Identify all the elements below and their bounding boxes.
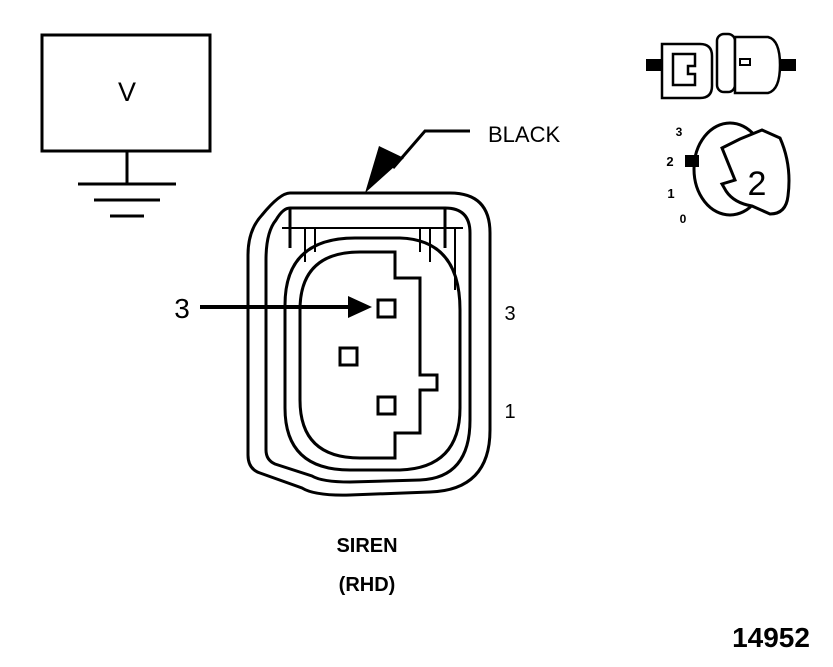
terminal-cavity-1 [376, 395, 397, 416]
side-label-pin-1: 1 [504, 401, 515, 423]
switch-position-2: 2 [666, 154, 673, 169]
component-name: SIREN [336, 535, 397, 557]
switch-selected-position: 2 [748, 165, 767, 203]
switch-position-3: 3 [676, 125, 683, 139]
ground-symbol [78, 151, 176, 218]
component-variant: (RHD) [339, 574, 396, 596]
switch-position-1: 1 [667, 186, 674, 201]
terminal-cavity-2 [338, 346, 359, 367]
figure-number: 14952 [732, 622, 810, 653]
switch-position-0: 0 [680, 212, 687, 226]
pin-pointer-arrow: 3 [174, 293, 372, 324]
connector-seal-outer [283, 236, 462, 472]
side-label-pin-3: 3 [504, 303, 515, 325]
wire-color-label: BLACK [488, 122, 560, 147]
pointer-label: 3 [174, 293, 190, 324]
connector-seal-inner [298, 250, 439, 460]
connector-plug-icon [646, 32, 796, 100]
terminal-cavity-3 [376, 298, 397, 319]
wire-color-callout: BLACK [365, 122, 560, 193]
voltmeter: V [40, 33, 212, 153]
connector [246, 191, 492, 497]
voltmeter-label: V [118, 77, 136, 107]
key-switch-icon: 3 2 1 0 2 [666, 121, 791, 226]
connector-inner-shell [264, 206, 472, 484]
connector-outer-shell [246, 191, 492, 497]
